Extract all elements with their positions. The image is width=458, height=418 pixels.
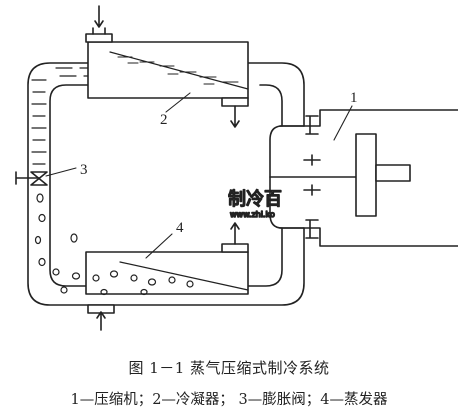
refrigerant-piping	[27, 62, 305, 306]
vapor-bubbles	[34, 193, 194, 296]
valve-ports	[303, 115, 321, 239]
coolant-inlet-arrow	[94, 5, 104, 28]
coolant-inlet-neck	[92, 27, 106, 35]
callout-1: 1	[350, 90, 358, 106]
vapor-compression-diagram: 制冷百 www.zhi.ko	[15, 5, 458, 331]
callout-3: 3	[80, 162, 88, 178]
crankshaft	[375, 164, 411, 182]
leader-lines	[45, 92, 353, 259]
expansion-valve	[15, 171, 48, 186]
coolant-outlet-arrow	[230, 105, 240, 128]
watermark-main: 制冷百	[228, 189, 282, 210]
watermark: 制冷百 www.zhi.ko	[227, 188, 283, 220]
evaporator	[85, 222, 249, 331]
callouts: 1 2 3 4	[80, 90, 358, 236]
pipe-inner-wall	[49, 84, 283, 287]
chilled-outlet-nozzle	[221, 243, 249, 253]
piston	[355, 133, 377, 217]
condensate-hatch	[117, 56, 239, 85]
condenser	[85, 5, 249, 128]
evaporator-shell	[85, 251, 249, 295]
pipe-outer-wall	[27, 62, 305, 306]
condensate-level	[109, 51, 249, 90]
callout-2: 2	[160, 112, 168, 128]
chilled-outlet-arrow	[230, 222, 240, 245]
leader-3	[45, 167, 77, 177]
watermark-sub: www.zhi.ko	[230, 210, 275, 219]
condenser-shell	[87, 41, 249, 99]
coolant-inlet-nozzle	[85, 33, 113, 43]
leader-1	[333, 105, 353, 141]
coolant-outlet-nozzle	[221, 97, 249, 107]
leader-2	[165, 92, 191, 113]
leader-4	[145, 233, 173, 259]
callout-4: 4	[176, 220, 184, 236]
evaporator-liquid-level	[119, 261, 249, 291]
valve-stem	[15, 171, 40, 185]
figure-title: 图 1－1 蒸气压缩式制冷系统	[128, 359, 330, 377]
chilled-inlet-arrow	[96, 311, 106, 331]
figure-legend: 1—压缩机；2—冷凝器； 3—膨胀阀；4—蒸发器	[70, 392, 388, 408]
compressor	[269, 109, 458, 247]
